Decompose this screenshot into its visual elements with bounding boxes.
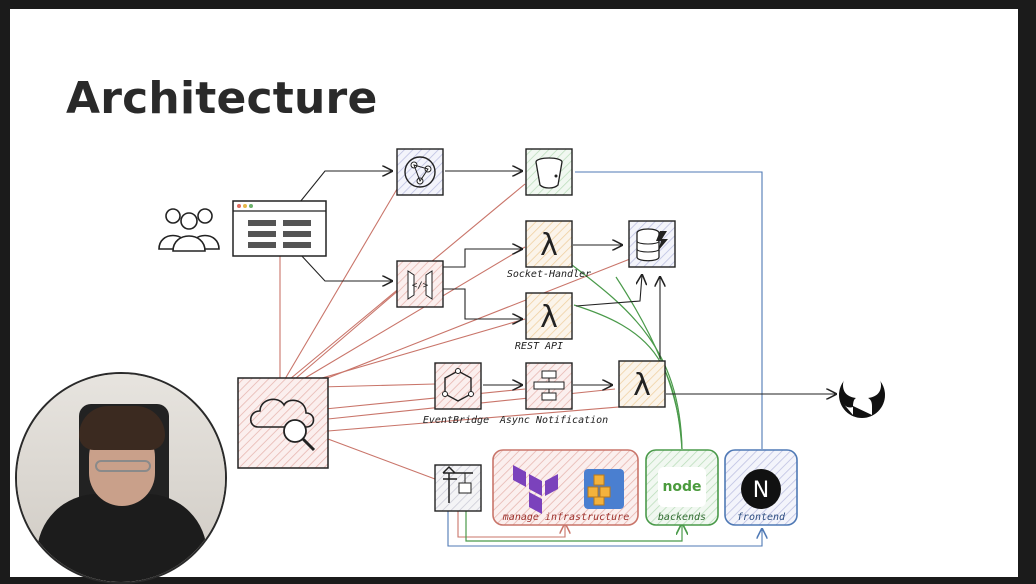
frontend-label: frontend [737,512,786,523]
eventbridge-icon [434,362,482,410]
step-functions-icon [525,362,573,410]
svg-text:λ: λ [540,300,558,335]
lambda-icon: λ [618,360,666,408]
lambda-icon: λ [525,292,573,340]
architecture-diagram: </> λ Socket-Handler λ REST API [158,148,885,547]
page-title: Architecture [66,73,378,124]
async-notification-label: Async Notification [499,415,608,426]
codebuild-icon [434,464,482,512]
nextjs-icon: N [741,469,781,509]
frontend-group: N frontend [724,449,798,526]
svg-text:N: N [753,478,769,503]
dynamodb-icon [628,220,676,268]
green-connectors [465,264,682,542]
presenter-webcam [15,372,227,584]
nodejs-icon: node [658,467,706,507]
browser-icon [232,200,327,257]
svg-text:λ: λ [633,368,651,403]
lambda-icon: λ [525,220,573,268]
cloud-search-icon [237,377,329,469]
rest-api-label: REST API [515,341,563,352]
black-connectors [299,171,836,394]
svg-text:</>: </> [412,281,429,291]
users-icon [158,208,220,252]
cdk-cubes-icon [584,469,624,509]
svg-text:node: node [662,479,701,495]
github-icon [839,367,885,418]
s3-bucket-icon [525,148,573,196]
eventbridge-label: EventBridge [423,415,489,426]
terraform-icon [513,465,558,514]
cloudfront-icon [396,148,444,196]
backends-group: node backends [645,449,719,526]
blue-connectors [447,171,762,547]
backends-label: backends [658,512,706,523]
manage-infrastructure-group: manage infrastructure [492,449,639,526]
socket-handler-label: Socket-Handler [507,269,591,280]
svg-text:λ: λ [540,228,558,263]
api-gateway-icon: </> [396,260,444,308]
manage-infrastructure-label: manage infrastructure [502,512,629,523]
